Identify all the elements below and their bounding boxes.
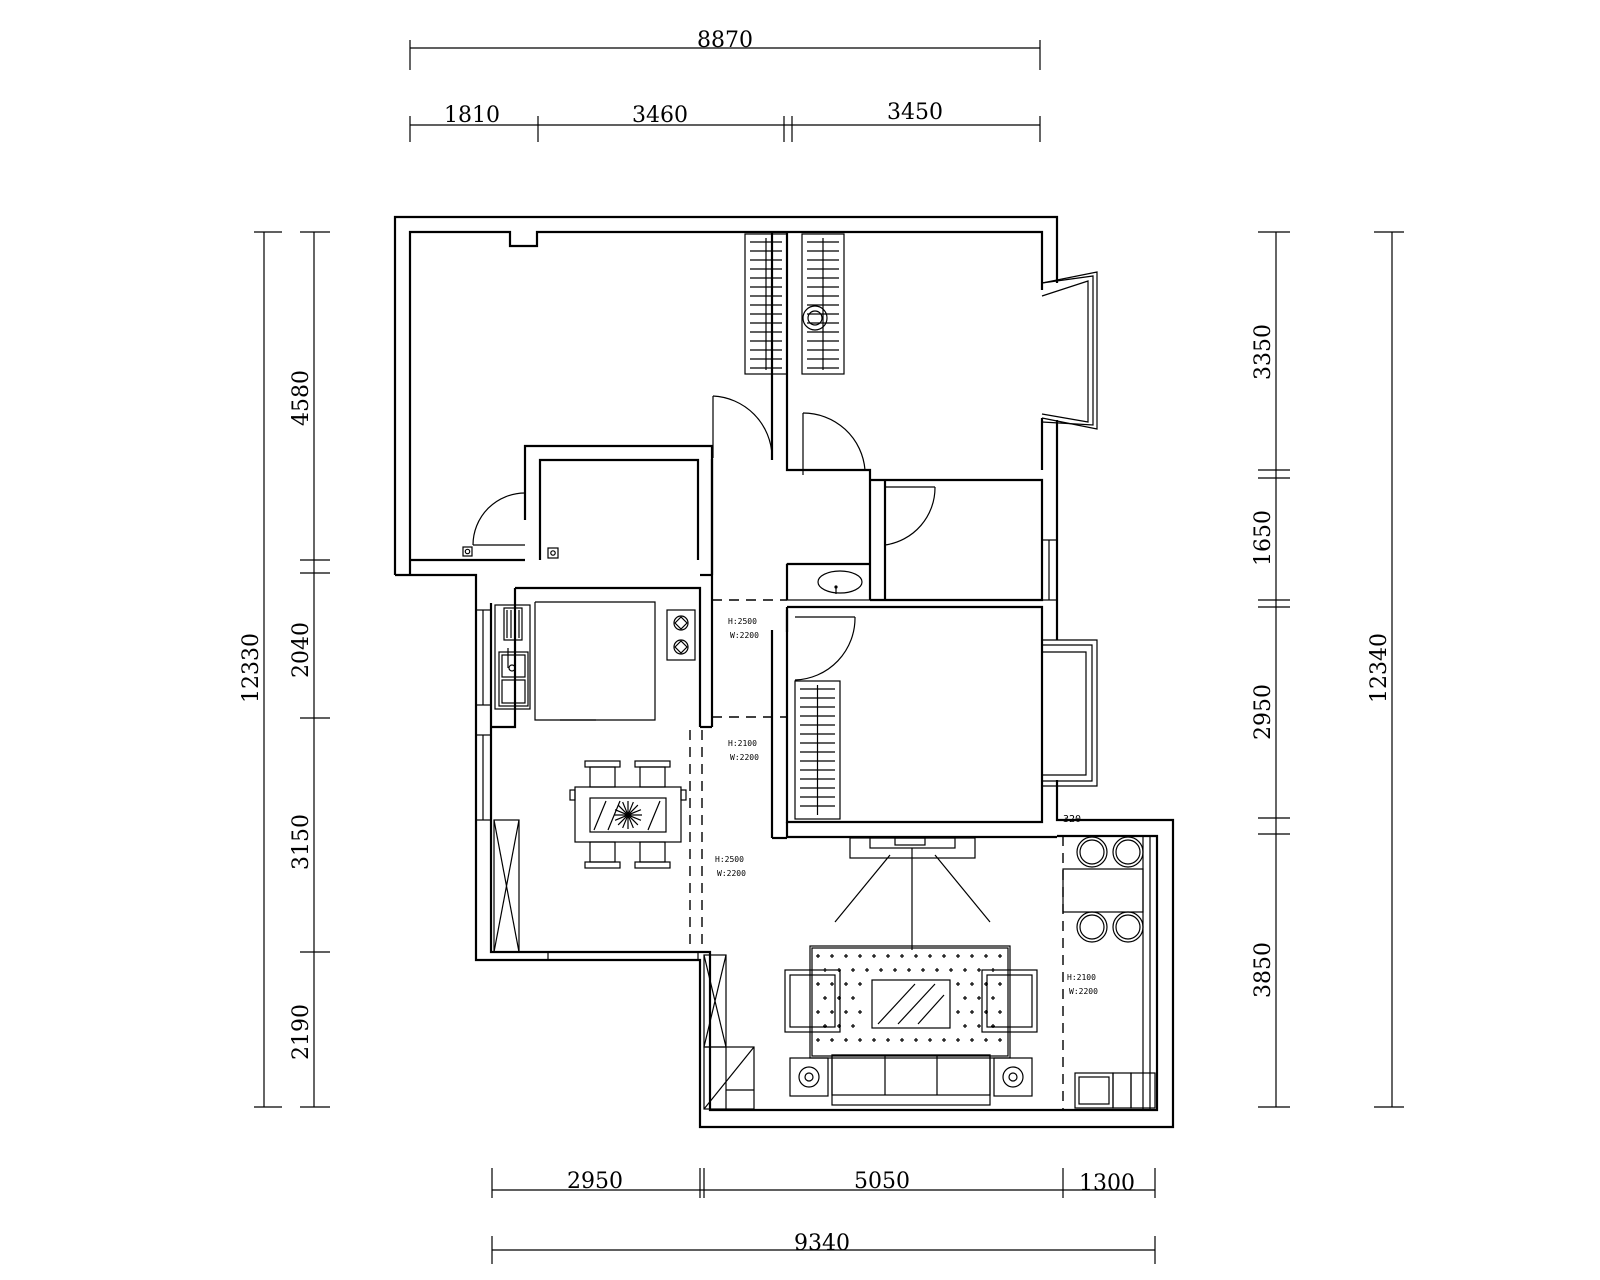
dim-left-3: 3150 xyxy=(289,814,314,870)
dining-table xyxy=(569,760,687,869)
dim-bottom-total: 9340 xyxy=(794,1231,850,1256)
shoe-cabinet xyxy=(703,954,755,1110)
opening-label-2-h: H:2100 xyxy=(728,739,757,748)
opening-label-4-h: H:2100 xyxy=(1067,973,1096,982)
dim-left-4: 2190 xyxy=(289,1004,314,1060)
left-dimensions: 12330 4580 2040 3150 2190 xyxy=(239,231,330,1108)
wall-windows xyxy=(475,539,1058,821)
dim-right-3: 2950 xyxy=(1251,684,1276,740)
opening-label-1-w: W:2200 xyxy=(730,631,759,640)
wardrobes xyxy=(744,233,845,820)
tv-unit xyxy=(834,837,991,950)
openings xyxy=(689,599,1064,1110)
dim-left-total: 12330 xyxy=(239,633,264,703)
bottom-dimensions: 2950 5050 1300 9340 xyxy=(491,1168,1156,1264)
dim-bottom-2: 5050 xyxy=(854,1169,910,1194)
bay-windows xyxy=(1041,271,1098,787)
opening-label-3-w: W:2200 xyxy=(717,869,746,878)
dim-right-2: 1650 xyxy=(1251,510,1276,566)
opening-label-3-h: H:2500 xyxy=(715,855,744,864)
opening-label-2-w: W:2200 xyxy=(730,753,759,762)
opening-label-4-w: W:2200 xyxy=(1069,987,1098,996)
dim-top-total: 8870 xyxy=(697,28,753,53)
dim-bottom-3: 1300 xyxy=(1079,1171,1135,1196)
dim-right-4: 3850 xyxy=(1251,942,1276,998)
dim-bottom-1: 2950 xyxy=(567,1169,623,1194)
right-dimensions: 3350 1650 2950 3850 12340 xyxy=(1251,231,1404,1108)
dim-top-1: 1810 xyxy=(444,103,500,128)
exterior-walls xyxy=(393,215,1175,1129)
balcony-bar xyxy=(1062,836,1156,1110)
opening-annotations: H:2500 W:2200 H:2100 W:2200 H:2500 W:220… xyxy=(715,617,1098,996)
dim-right-1: 3350 xyxy=(1251,324,1276,380)
dim-left-1: 4580 xyxy=(289,370,314,426)
sideboard xyxy=(493,819,699,961)
kitchen-fixtures xyxy=(494,604,696,710)
top-dimensions: 8870 1810 3460 3450 xyxy=(409,28,1041,142)
dim-top-2: 3460 xyxy=(632,103,688,128)
bathroom-sink xyxy=(786,563,871,601)
dim-right-total: 12340 xyxy=(1367,633,1392,703)
dim-top-3: 3450 xyxy=(887,100,943,125)
dim-left-2: 2040 xyxy=(289,622,314,678)
living-room-set xyxy=(784,945,1038,1106)
doors xyxy=(472,395,936,681)
opening-label-1-h: H:2500 xyxy=(728,617,757,626)
small-dim-label: 320 xyxy=(1063,814,1081,825)
outlets xyxy=(462,546,559,559)
